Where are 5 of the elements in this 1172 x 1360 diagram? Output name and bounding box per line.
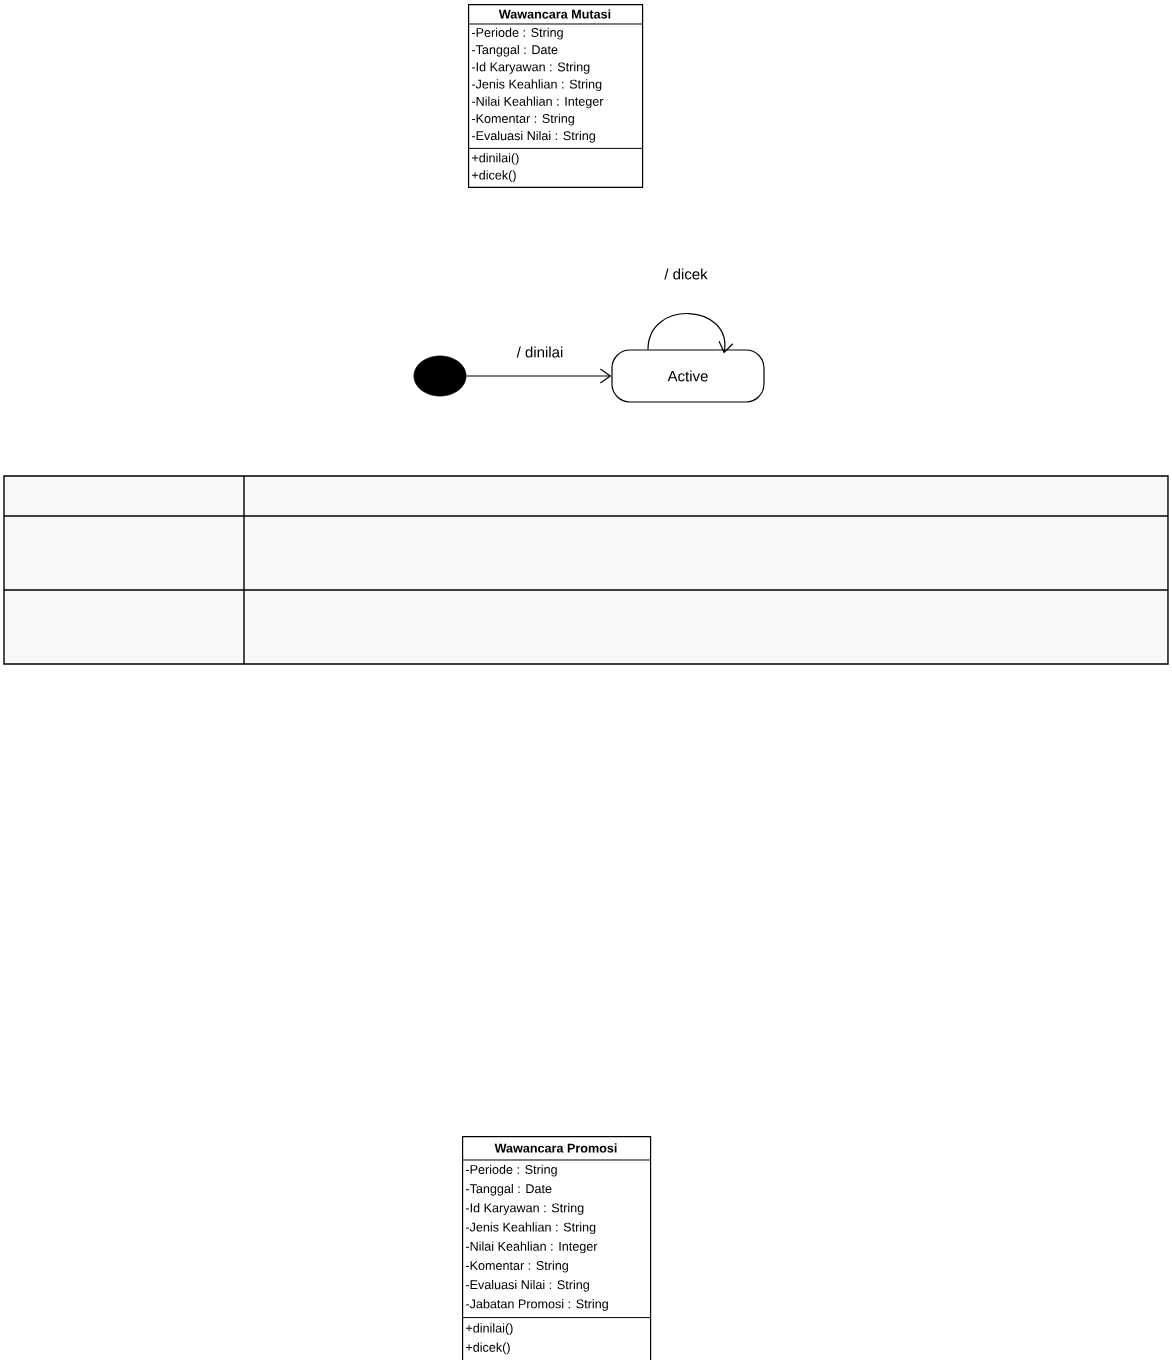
class-box — [461, 1136, 652, 1360]
class-box — [467, 4, 644, 188]
initial-state — [413, 355, 467, 397]
arrow — [465, 368, 612, 384]
arrow — [647, 312, 734, 354]
